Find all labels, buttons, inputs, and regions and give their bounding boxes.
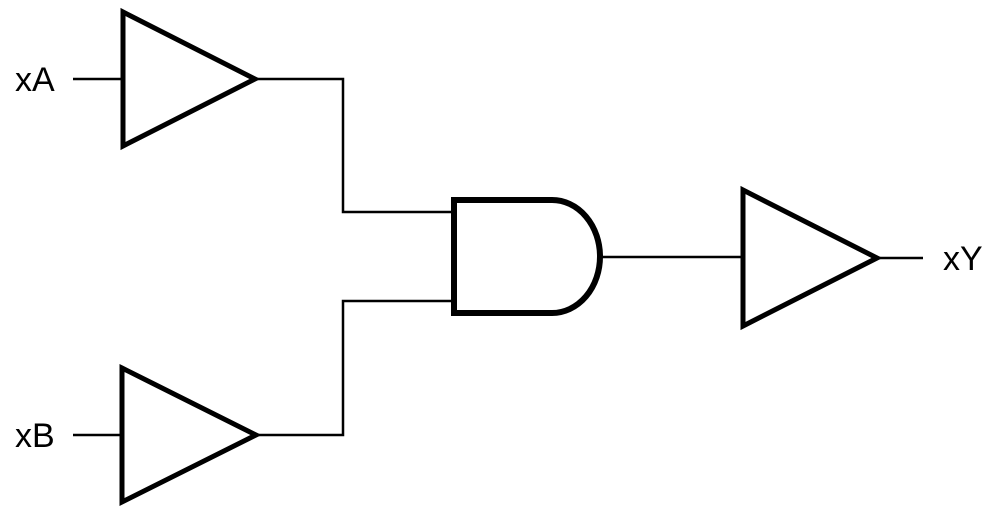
input-buffer-a (73, 7, 261, 151)
input-buffer-b (73, 363, 262, 507)
output-label-y: xY (943, 240, 983, 278)
and-gate-icon (451, 197, 603, 316)
input-label-a: xA (15, 61, 55, 99)
buffer-b-gate-icon (119, 363, 262, 507)
wire-b-to-and (256, 299, 454, 437)
buffer-a-gate-icon (120, 7, 261, 151)
buffer-y-gate-icon (740, 185, 883, 331)
wire-a-to-and (255, 77, 454, 214)
input-label-b: xB (15, 417, 55, 455)
output-buffer (740, 185, 923, 331)
